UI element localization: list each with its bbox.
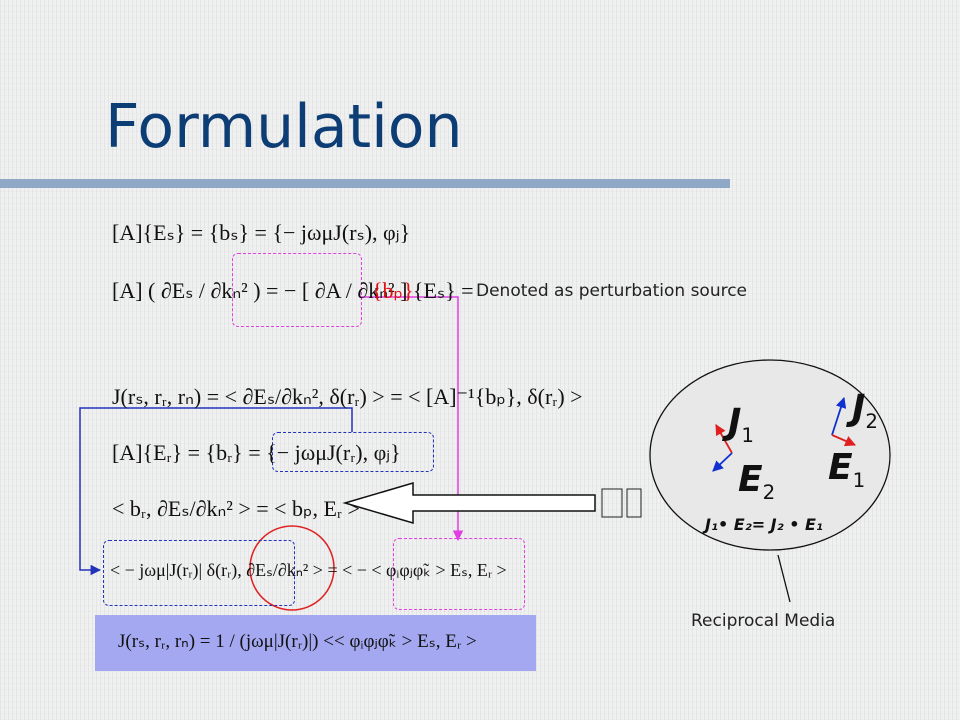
perturbation-note: Denoted as perturbation source [476,281,748,301]
empty-box-2 [626,488,642,518]
slide-title: Formulation [105,92,463,162]
J2-label: J2 [852,388,878,434]
J1-label: J1 [728,402,754,448]
equation-7: J(rₛ, rᵣ, rₙ) = 1 / (jωμ|J(rᵣ)|) << φᵢφⱼ… [118,631,477,652]
E2-vector [712,452,733,472]
media-pointer-line [777,554,791,603]
reciprocity-relation: J₁• E₂= J₂ • E₁ [705,515,823,534]
rhs-inner-product-box [393,538,525,610]
source-link-line [79,407,353,576]
J1-vector [715,424,733,454]
final-equation-highlight [95,615,536,671]
equation-6: < − jωμ|J(rᵣ)| δ(rᵣ), ∂Eₛ/∂kₙ² > = < − <… [110,560,507,580]
title-underline [0,179,730,188]
perturbation-link-line [360,296,464,542]
equation-2-rhs: {bₚ} [372,278,414,303]
reciprocal-media-label: Reciprocal Media [691,611,836,631]
lhs-inner-product-box [103,540,295,606]
equation-4: [A]{Eᵣ} = {bᵣ} = {− jωμJ(rᵣ), φⱼ} [112,440,401,465]
E2-label: E2 [738,459,776,505]
E1-label: E1 [828,447,866,493]
J2-vector [831,396,847,436]
equation-3: J(rₛ, rᵣ, rₙ) = < ∂Eₛ/∂kₙ², δ(rᵣ) > = < … [112,384,583,409]
empty-box-1 [601,488,623,518]
highlight-circle [249,525,335,611]
perturbation-box [232,253,362,327]
hollow-arrow [342,481,596,525]
equation-2-lhs: [A] ( ∂Eₛ / ∂kₙ² ) = − [ ∂A / ∂kₙ² ] {Eₛ… [112,278,474,303]
E1-vector [831,434,856,447]
br-source-box [272,432,434,472]
equation-1: [A]{Eₛ} = {bₛ} = {− jωμJ(rₛ), φⱼ} [112,220,411,245]
equation-5: < bᵣ, ∂Eₛ/∂kₙ² > = < bₚ, Eᵣ > [112,496,360,521]
reciprocal-media-ellipse [649,359,891,551]
